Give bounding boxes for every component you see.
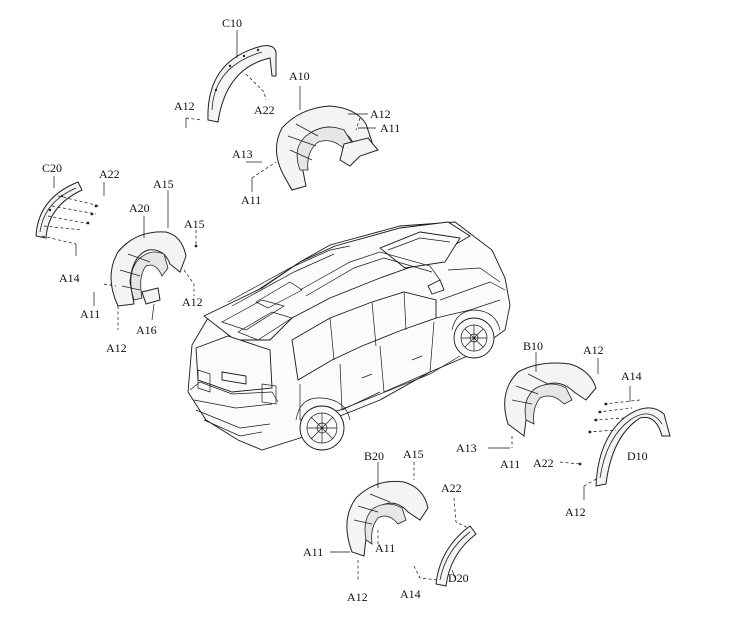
- label-c10: C10: [222, 16, 242, 30]
- label-a12: A12: [106, 341, 127, 355]
- label-a12: A12: [583, 343, 604, 357]
- label-d10: D10: [627, 449, 648, 463]
- label-a13: A13: [456, 441, 477, 455]
- label-a11: A11: [380, 121, 400, 135]
- label-a14: A14: [400, 587, 421, 601]
- label-a12: A12: [565, 505, 586, 519]
- label-a22: A22: [99, 167, 120, 181]
- vehicle-illustration: [187, 221, 511, 451]
- label-a11: A11: [375, 541, 395, 555]
- part-a20-wheel-liner: [93, 190, 198, 330]
- label-a14: A14: [59, 271, 80, 285]
- part-d20-arch-trim: [413, 497, 477, 587]
- label-a22: A22: [254, 103, 275, 117]
- label-a12: A12: [370, 107, 391, 121]
- part-a10-wheel-liner: [246, 86, 379, 192]
- label-a15: A15: [153, 177, 174, 191]
- part-b10-wheel-liner: [488, 352, 599, 449]
- label-a16: A16: [136, 323, 157, 337]
- label-a11: A11: [241, 193, 261, 207]
- label-a11: A11: [500, 457, 520, 471]
- label-a15: A15: [184, 217, 205, 231]
- part-b20-wheel-liner: [330, 462, 429, 582]
- label-a20: A20: [129, 201, 150, 215]
- label-a10: A10: [289, 69, 310, 83]
- label-b10: B10: [523, 339, 543, 353]
- label-c20: C20: [42, 161, 62, 175]
- part-d10-arch-trim: [559, 386, 671, 500]
- label-a13: A13: [232, 147, 253, 161]
- label-a14: A14: [621, 369, 642, 383]
- label-a12: A12: [182, 295, 203, 309]
- callout-labels: C10 A12 A22 A10 A12 A11 A13 A11 C20 A22 …: [42, 16, 648, 604]
- part-c10-arch-trim: [185, 30, 277, 128]
- label-b20: B20: [364, 449, 384, 463]
- label-a22: A22: [441, 481, 462, 495]
- label-a15: A15: [403, 447, 424, 461]
- label-a11: A11: [303, 545, 323, 559]
- label-a11: A11: [80, 307, 100, 321]
- label-a12: A12: [347, 590, 368, 604]
- label-a12: A12: [174, 99, 195, 113]
- label-a22: A22: [533, 456, 554, 470]
- part-c20-arch-trim: [35, 176, 105, 256]
- label-d20: D20: [448, 571, 469, 585]
